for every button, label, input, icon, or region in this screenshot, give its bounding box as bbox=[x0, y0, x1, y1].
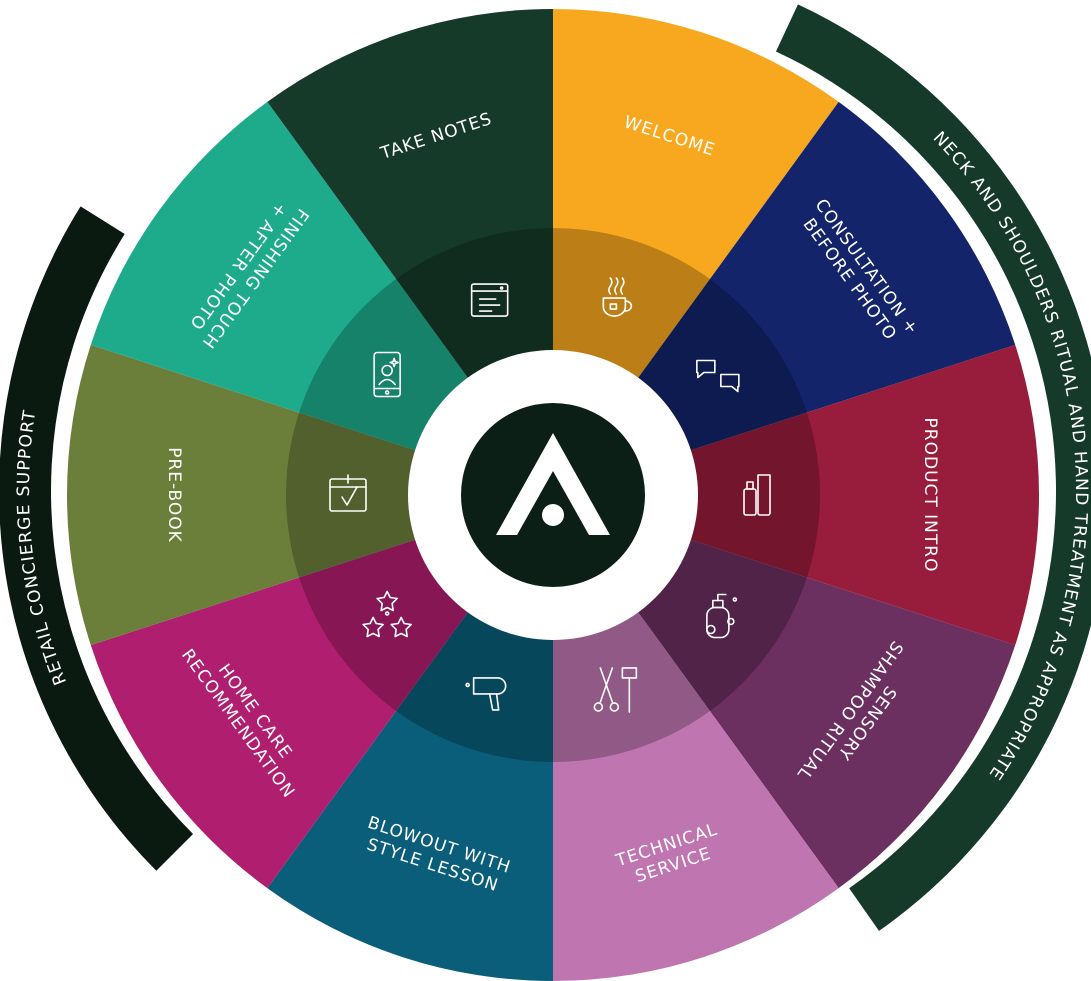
tea-cup-icon bbox=[602, 277, 633, 317]
segment-finishing-touch bbox=[90, 101, 553, 495]
brand-logo bbox=[408, 350, 698, 640]
segment-product-intro bbox=[553, 344, 1039, 646]
icon-layer bbox=[329, 277, 771, 713]
stars-icon bbox=[362, 590, 412, 638]
segment-sensory-shampoo bbox=[553, 495, 1016, 889]
segment-home-care bbox=[90, 495, 553, 889]
logo-a-shape bbox=[496, 433, 610, 535]
logo-dot bbox=[542, 504, 564, 526]
scissors-brush-icon bbox=[593, 667, 638, 713]
segment-consultation bbox=[553, 101, 1016, 495]
hair-dryer-icon bbox=[465, 677, 507, 711]
label-product-intro: PRODUCT INTRO bbox=[920, 418, 940, 573]
label-pre-book: PRE-BOOK bbox=[164, 447, 184, 543]
arc-band-retail-concierge bbox=[0, 206, 194, 871]
phone-photo-icon bbox=[373, 351, 401, 398]
label-line: PRODUCT INTRO bbox=[920, 418, 940, 573]
notes-window-icon bbox=[470, 283, 509, 317]
arc-band-neck-shoulders bbox=[775, 4, 1091, 931]
product-bottles-icon bbox=[743, 474, 771, 516]
shampoo-bottle-icon bbox=[706, 593, 738, 639]
logo-disc bbox=[461, 403, 645, 587]
chat-bubbles-icon bbox=[696, 359, 740, 393]
label-line: PRE-BOOK bbox=[164, 447, 184, 543]
segment-pre-book bbox=[66, 344, 553, 646]
calendar-check-icon bbox=[329, 474, 367, 512]
